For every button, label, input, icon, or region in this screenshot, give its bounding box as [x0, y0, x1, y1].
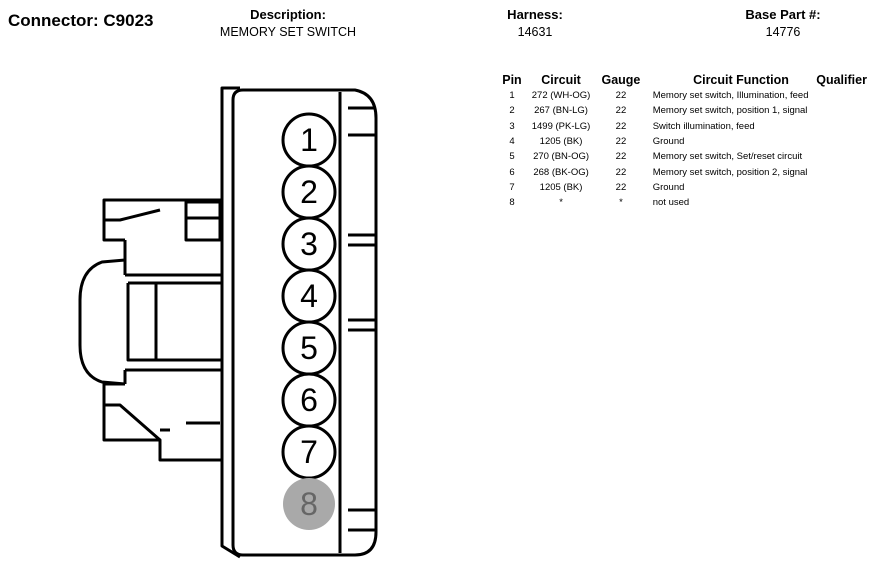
pin-number-label: 4 — [300, 278, 318, 314]
function-cell: Switch illumination, feed — [652, 120, 755, 132]
pin-table: Pin Circuit Gauge Circuit Function Quali… — [498, 72, 871, 210]
description-value: MEMORY SET SWITCH — [219, 25, 357, 39]
pin-number-label: 5 — [300, 330, 318, 366]
pin-number-label: 3 — [300, 226, 318, 262]
circuit-cell: * — [559, 197, 563, 209]
table-row: 1 272 (WH-OG) 22 Memory set switch, Illumin… — [498, 88, 871, 103]
function-cell: Ground — [652, 136, 685, 148]
connector-pin-7: 7 — [281, 424, 337, 480]
gauge-cell: 22 — [615, 90, 627, 102]
description-label: Description: — [250, 7, 326, 22]
connector-pin-6: 6 — [281, 372, 337, 428]
function-cell: Memory set switch, Illumination, feed — [652, 90, 809, 102]
pin-cell: 1 — [509, 90, 515, 102]
column-header-gauge: Gauge — [601, 73, 641, 87]
gauge-cell: 22 — [615, 120, 627, 132]
pin-number-label: 2 — [300, 174, 318, 210]
pin-cell: 5 — [509, 151, 515, 163]
circuit-cell: 268 (BK-OG) — [533, 166, 589, 178]
column-header-qualifier: Qualifier — [816, 73, 867, 87]
table-row: 2 267 (BN-LG) 22 Memory set switch, positio… — [498, 103, 871, 118]
gauge-cell: 22 — [615, 166, 627, 178]
pin-cell: 4 — [509, 136, 515, 148]
function-cell: Memory set switch, position 1, signal — [652, 105, 808, 117]
connector-pin-3: 3 — [281, 216, 337, 272]
circuit-cell: 1205 (BK) — [539, 181, 583, 193]
gauge-cell: 22 — [615, 151, 627, 163]
function-cell: Memory set switch, Set/reset circuit — [652, 151, 803, 163]
gauge-cell: 22 — [615, 181, 627, 193]
connector-pin-5: 5 — [281, 320, 337, 376]
connector-pin-4: 4 — [281, 268, 337, 324]
connector-housing — [78, 86, 378, 559]
base-part-label: Base Part #: — [745, 7, 821, 22]
circuit-cell: 272 (WH-OG) — [531, 90, 591, 102]
pin-circle — [283, 478, 335, 530]
harness-value: 14631 — [517, 25, 553, 39]
table-row: 7 1205 (BK) 22 Ground — [498, 180, 871, 195]
column-header-pin: Pin — [502, 73, 522, 87]
function-cell: not used — [652, 197, 690, 209]
pin-cell: 6 — [509, 166, 515, 178]
qualifier-cell — [812, 134, 871, 149]
column-header-function: Circuit Function — [693, 73, 789, 87]
pin-cell: 7 — [509, 181, 515, 193]
connector-title: Connector: C9023 — [8, 11, 154, 30]
circuit-cell: 1205 (BK) — [539, 136, 583, 148]
table-row: 3 1499 (PK-LG) 22 Switch illumination, feed — [498, 119, 871, 134]
pin-number-label: 1 — [300, 122, 318, 158]
column-header-circuit: Circuit — [541, 73, 581, 87]
table-header-row: Pin Circuit Gauge Circuit Function Quali… — [498, 72, 871, 88]
circuit-cell: 270 (BN-OG) — [533, 151, 590, 163]
connector-pin-8: 8 — [283, 478, 335, 530]
pin-cell: 2 — [509, 105, 515, 117]
qualifier-cell — [812, 149, 871, 164]
circuit-cell: 267 (BN-LG) — [534, 105, 588, 117]
connector-pin-2: 2 — [281, 164, 337, 220]
qualifier-cell — [812, 195, 871, 210]
qualifier-cell — [812, 88, 871, 103]
gauge-cell: 22 — [615, 136, 627, 148]
qualifier-cell — [812, 180, 871, 195]
pin-number-label: 7 — [300, 434, 318, 470]
circuit-cell: 1499 (PK-LG) — [531, 120, 591, 132]
qualifier-cell — [812, 119, 871, 134]
connector-pin-1: 1 — [281, 112, 337, 168]
pin-circles: 1 2 3 4 5 6 7 8 — [281, 112, 337, 530]
table-row: 8 * * not used — [498, 195, 871, 210]
table-row: 6 268 (BK-OG) 22 Memory set switch, positio… — [498, 164, 871, 179]
function-cell: Memory set switch, position 2, signal — [652, 166, 808, 178]
pin-cell: 8 — [509, 197, 515, 209]
gauge-cell: 22 — [615, 105, 627, 117]
function-cell: Ground — [652, 181, 685, 193]
pin-number-label: 6 — [300, 382, 318, 418]
table-row: 4 1205 (BK) 22 Ground — [498, 134, 871, 149]
table-row: 5 270 (BN-OG) 22 Memory set switch, Set/res… — [498, 149, 871, 164]
qualifier-cell — [812, 103, 871, 118]
qualifier-cell — [812, 164, 871, 179]
connector-diagram: 1 2 3 4 5 6 7 8 — [78, 86, 378, 559]
pin-number-label: 8 — [300, 486, 318, 522]
gauge-cell: * — [619, 197, 623, 209]
base-part-value: 14776 — [765, 25, 801, 39]
harness-label: Harness: — [507, 7, 563, 22]
pin-cell: 3 — [509, 120, 515, 132]
